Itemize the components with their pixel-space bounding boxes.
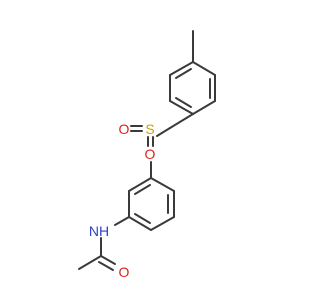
bond-ring2-a — [150, 177, 175, 192]
bonds — [78, 30, 216, 271]
bond-ring1-c — [192, 100, 216, 115]
molecule-drawing: S O O NH NH O — [78, 30, 216, 280]
carbonyl-oxygen-label: O — [119, 264, 130, 280]
bond-ring-ch2 — [169, 113, 194, 129]
bond-ring2-c — [150, 216, 175, 231]
bond-ring2-inner-3 — [134, 184, 151, 195]
atom-labels: S O O NH NH O — [89, 121, 156, 280]
oxygen-label-bottom: O — [145, 146, 156, 162]
bond-ring2-d — [128, 216, 152, 231]
bond-ring1-inner-3 — [175, 68, 192, 79]
bond-c-methyl — [78, 255, 102, 270]
bond-c-o-2 — [98, 261, 114, 271]
bond-ch2-s — [156, 127, 171, 137]
bond-ring1-a — [192, 61, 216, 76]
bond-ring2-inner-2 — [134, 213, 151, 224]
bond-ring1-inner-2 — [175, 97, 192, 108]
bond-ring1-d — [169, 100, 194, 115]
bond-ring1-f — [169, 61, 194, 76]
bond-ring2-amide-n — [114, 216, 130, 226]
bond-c-o-1 — [100, 255, 116, 265]
sulfur-label: S — [145, 121, 154, 137]
structure-canvas: S O O NH NH O — [78, 30, 216, 280]
amide-nh-label: NH — [89, 223, 109, 239]
bond-ring2-f — [128, 177, 152, 192]
oxygen-label-left: O — [119, 121, 130, 137]
